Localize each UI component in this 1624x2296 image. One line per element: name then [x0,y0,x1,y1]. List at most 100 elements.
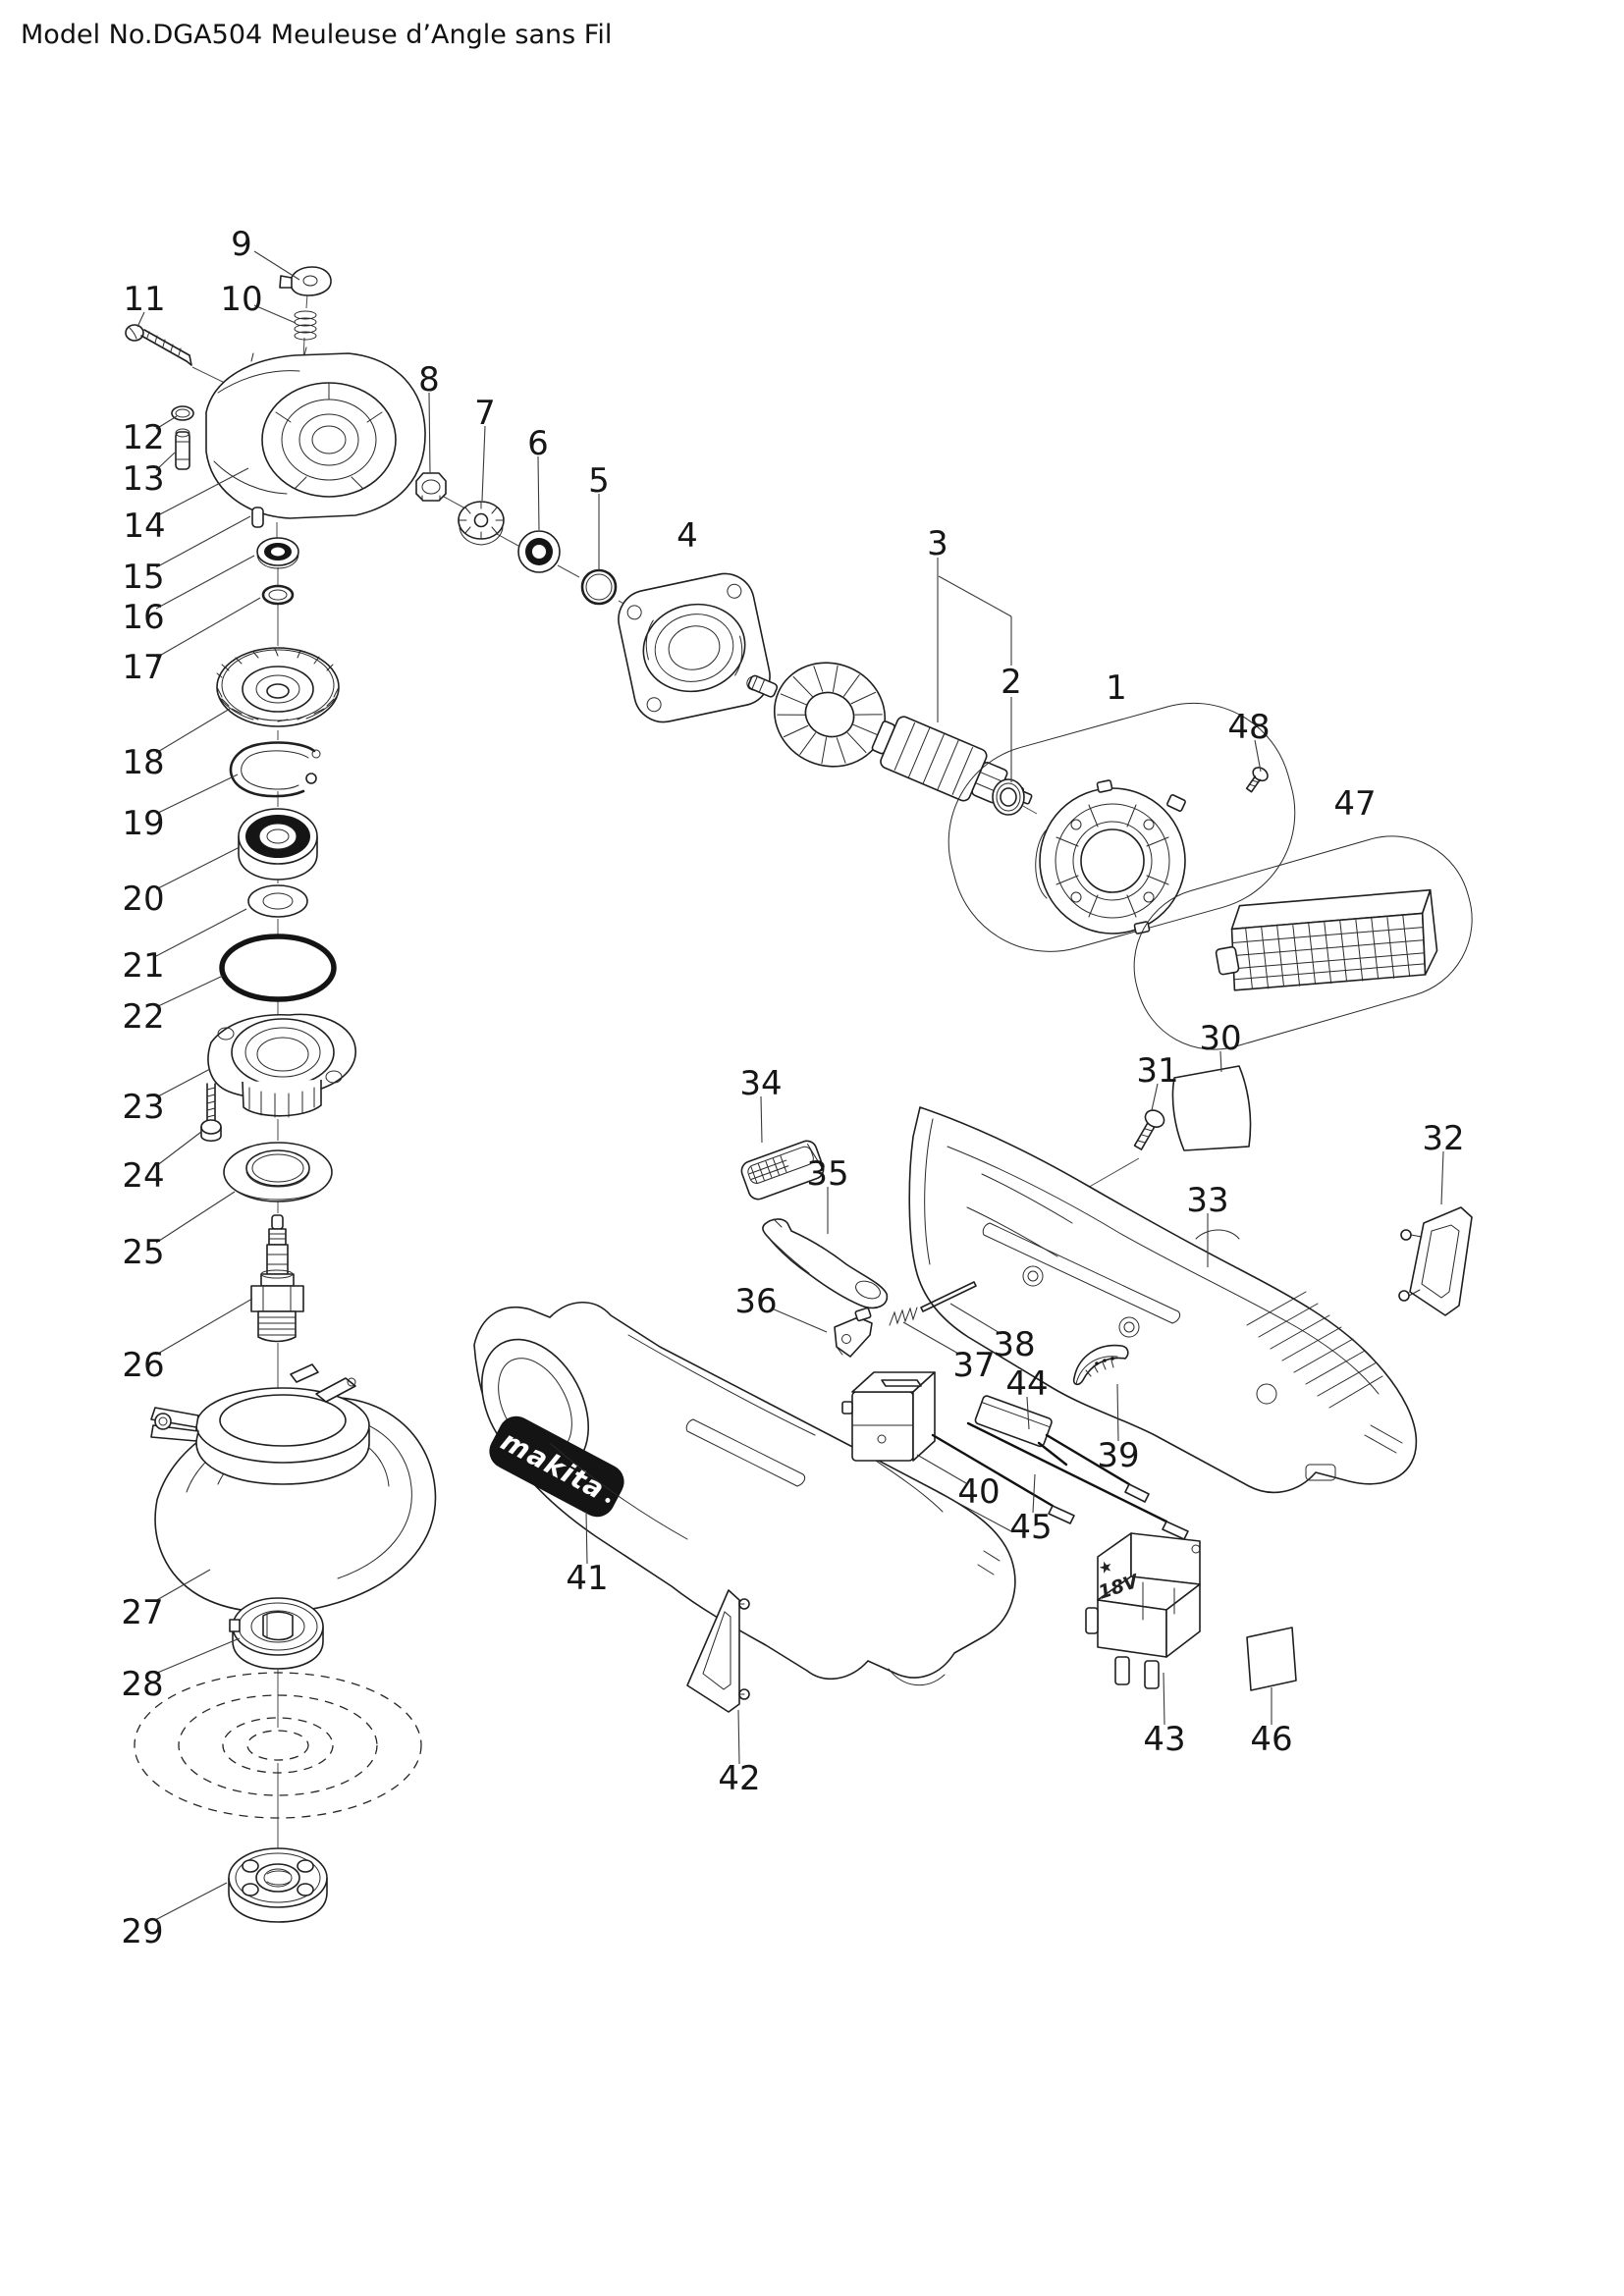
part-label-32: 32 [1422,1119,1464,1158]
part-label-28: 28 [121,1665,163,1704]
part-label-19: 19 [122,804,164,843]
leader-line-14 [157,467,249,516]
part-label-17: 17 [122,648,164,687]
part-label-4: 4 [677,516,698,556]
part-31-screw [1133,1109,1165,1150]
part-label-37: 37 [952,1346,995,1385]
part-17-ring [261,584,295,606]
terminal-star-marking: ★ [1096,1556,1115,1578]
part-label-16: 16 [122,598,164,637]
leader-line-39 [1116,1383,1119,1442]
leader-line-29 [154,1882,228,1921]
part-25-felt-ring [223,1142,333,1202]
part-30-label-sticker [1171,1065,1252,1151]
part-14-gear-housing [205,347,426,519]
part-label-29: 29 [121,1912,163,1951]
part-label-3: 3 [927,524,948,563]
part-37-spring [889,1307,918,1326]
leader-line-7 [481,425,486,502]
leader-line-25 [155,1191,236,1244]
leader-line-10 [253,304,297,324]
part-label-33: 33 [1186,1181,1228,1220]
part-6-bearing [517,530,561,573]
part-label-20: 20 [122,880,164,919]
part-9-cap [279,266,332,296]
part-label-46: 46 [1250,1720,1292,1759]
part-41-motor-housing-left: makita [473,1302,1016,1686]
leader-line-37 [902,1321,961,1356]
part-labels: 1234567891011121314151617181920212223242… [121,225,1464,1951]
part-label-13: 13 [122,459,164,499]
leader-line-17 [155,597,261,659]
part-label-42: 42 [718,1759,760,1798]
leader-line-27 [154,1569,211,1602]
part-label-9: 9 [231,225,252,264]
part-label-31: 31 [1136,1051,1178,1091]
part-46-label [1246,1627,1297,1691]
part-28-inner-flange [229,1597,324,1670]
leader-line-20 [155,846,241,890]
part-label-44: 44 [1005,1364,1048,1404]
leader-line-23 [155,1068,211,1098]
part-label-34: 34 [739,1064,782,1103]
part-42-protector-bracket [686,1589,750,1713]
leader-line-11 [136,311,145,328]
part-10-spring [294,310,317,341]
part-label-45: 45 [1009,1508,1052,1547]
leader-line-38 [949,1303,1002,1335]
leader-line-18 [155,708,231,754]
leader-line-42 [737,1709,740,1765]
leader-line-21 [155,908,247,957]
part-12-o-ring-small [171,405,194,421]
part-label-27: 27 [121,1593,163,1632]
page-title: Model No.DGA504 Meuleuse d’Angle sans Fi… [21,20,613,50]
leader-line-44 [1026,1396,1030,1430]
part-38-switch-rod [920,1281,977,1312]
part-label-26: 26 [122,1346,164,1385]
part-36-switch-piece [834,1307,873,1358]
part-22-o-ring [219,934,337,1002]
leader-line-6 [537,455,540,531]
leader-line-19 [155,774,239,815]
part-48-screw [1245,767,1269,793]
leader-line-41 [585,1511,588,1565]
part-34-slide-button [740,1140,825,1201]
leader-line-34 [760,1095,763,1144]
part-16-bearing-small [256,537,299,569]
leader-line-9 [253,250,300,281]
part-label-10: 10 [220,280,262,319]
leader-line-30 [1219,1050,1222,1073]
part-24-screw [200,1083,222,1143]
leader-line-31 [1151,1083,1159,1111]
part-44-capacitor [974,1395,1150,1503]
part-label-41: 41 [566,1559,608,1598]
part-label-47: 47 [1333,784,1376,824]
part-1-stator [1035,779,1186,934]
part-label-35: 35 [806,1154,848,1194]
leader-line-13 [155,452,176,471]
part-label-23: 23 [122,1088,164,1127]
part-label-18: 18 [122,743,164,782]
leader-line-32 [1440,1150,1444,1205]
part-label-11: 11 [123,280,165,319]
part-label-8: 8 [418,360,440,400]
part-label-43: 43 [1143,1720,1185,1759]
part-27-wheel-guard [150,1363,437,1614]
part-18-bevel-gear [216,647,340,727]
axis-lines [191,294,1140,1873]
part-7-pinion-gear [458,501,505,546]
part-20-ball-bearing [238,808,318,881]
part-4-baffle-plate [618,572,771,723]
part-label-15: 15 [122,558,164,597]
part-13-pin [175,428,190,470]
leader-line-48 [1254,739,1262,773]
part-label-14: 14 [123,507,165,546]
part-label-38: 38 [993,1325,1035,1364]
leader-line-26 [155,1298,253,1356]
grinding-wheel-dashed [134,1672,422,1819]
part-label-40: 40 [957,1472,1000,1512]
part-label-21: 21 [122,946,164,986]
part-33-motor-housing-right [908,1106,1418,1494]
